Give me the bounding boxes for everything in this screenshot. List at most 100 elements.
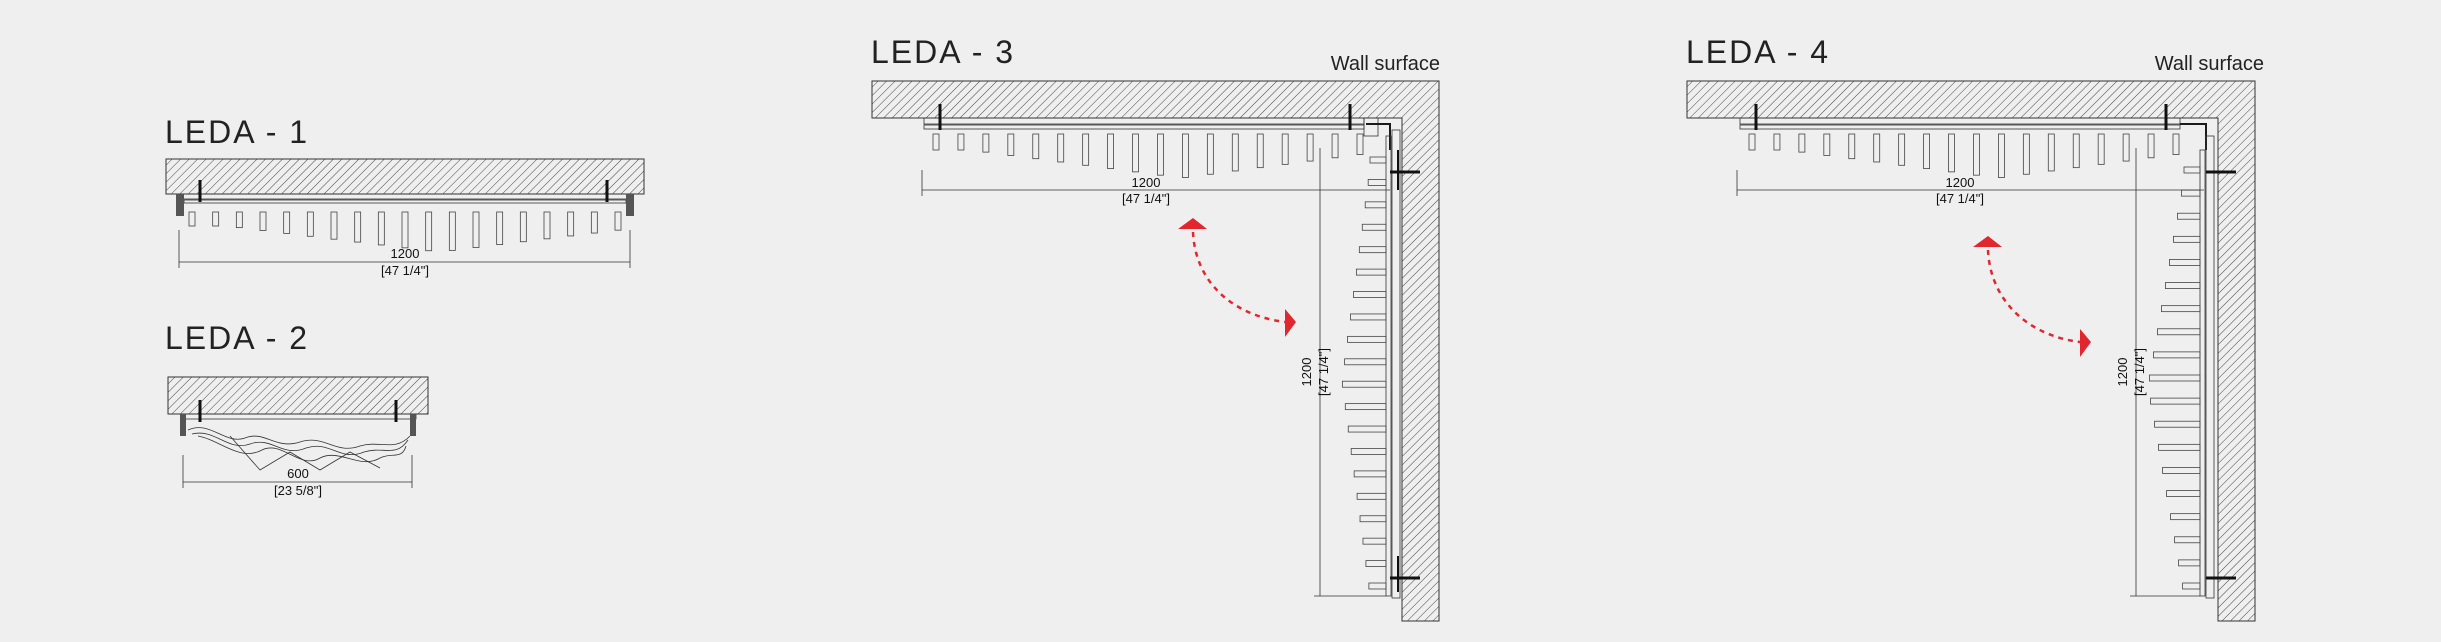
leda-2-dimension: 600 [287,466,309,481]
leda-4-dimension-imperial: [47 1/4"] [1936,191,1984,206]
slat [2157,328,2201,336]
leda-4-diagram: LEDA - 4 Wall surface 1200 [47 1/4"] 120… [1686,34,2264,622]
slat [2161,305,2201,313]
slat [2149,374,2201,382]
leda-3-dimension-imperial: [47 1/4"] [1122,191,1170,206]
leda-3-diagram: LEDA - 3 Wall surface 1200 [47 1/4"] 120… [871,34,1440,622]
slat [932,133,940,151]
slat [1923,133,1930,169]
leda-3-side-dimension: 1200 [1299,358,1314,387]
slat [1364,201,1387,209]
slat [957,133,965,151]
slat [1341,380,1387,388]
slat [1873,133,1881,163]
leda-1-ceiling [165,158,645,195]
leda-1-dimension: 1200 [391,246,420,261]
slat [1361,223,1387,231]
leda-1-slats [188,211,622,252]
slat [401,211,409,249]
slat [2072,133,2080,169]
slat [1182,133,1189,178]
leda-1-title: LEDA - 1 [165,114,309,150]
slat [1107,133,1114,169]
slat [519,211,527,243]
slat [2170,513,2201,521]
slat [2173,235,2201,243]
slat [1973,133,1980,176]
leda-1-bracket-left [176,194,184,216]
slat [1344,403,1387,411]
slat [2122,133,2130,162]
slat [2150,397,2201,405]
slat [1347,335,1387,343]
slat [1350,448,1387,455]
slat [1256,133,1264,169]
slat [1823,133,1831,156]
leda-4-wall-track [2205,135,2215,599]
slat [614,211,622,231]
slat [2172,133,2180,155]
slat [1350,313,1387,321]
slat [1773,133,1781,151]
slat [543,211,551,240]
slat [283,211,291,234]
slat [496,211,504,246]
slat [354,211,362,243]
slat [2181,189,2201,197]
leda-3-rotation-arrow [1178,218,1296,337]
leda-2-diagram: LEDA - 2 600 [23 5/8"] [165,320,429,498]
slat [1355,268,1387,276]
slat [330,211,338,240]
slat [1748,133,1756,151]
slat [1848,133,1856,160]
slat [2182,582,2201,590]
slat [1032,133,1040,160]
slat [2165,282,2201,289]
slat [1347,425,1387,433]
slat [1362,537,1387,545]
leda-1-diagram: LEDA - 1 1200 [47 1/4"] [165,114,645,278]
slat [1353,470,1387,478]
leda-4-wall-slats [2149,166,2201,590]
leda-4-wall [1686,80,2256,622]
leda-4-wall-label: Wall surface [2155,53,2264,75]
slat [2158,443,2201,451]
slat [448,211,456,251]
slat [1231,133,1239,172]
leda-4-ceiling-slats [1748,133,2180,178]
slat [425,211,433,252]
slat [1365,560,1387,567]
leda-3-wall-label: Wall surface [1331,53,1440,75]
slat [2169,259,2201,266]
slat [235,211,243,229]
slat [1353,291,1387,298]
slat [306,211,314,237]
leda-1-bracket-right [626,194,634,216]
leda-1-dimension-imperial: [47 1/4"] [381,263,429,278]
leda-3-ceiling-track [923,117,1365,125]
leda-4-side-dimension: 1200 [2115,358,2130,387]
slat [1057,133,1065,163]
slat [2162,467,2201,474]
leda-2-gathered-fabric [187,427,411,471]
leda-4-dimension: 1200 [1946,175,1975,190]
slat [2097,133,2105,165]
slat [1948,133,1955,173]
slat [2177,212,2201,220]
slat [1356,133,1364,155]
slat [1367,179,1387,186]
leda-4-rotation-arrow [1973,236,2091,357]
leda-4-title: LEDA - 4 [1686,34,1830,70]
leda-2-ceiling [167,376,429,415]
slat [1998,133,2005,178]
slat [1359,515,1387,523]
leda-4-side-dimension-imperial: [47 1/4"] [2132,348,2147,396]
slat [2147,133,2155,159]
slat [1306,133,1314,162]
slat [2178,559,2201,567]
leda-3-ceiling-slats [932,133,1364,178]
slat [567,211,575,237]
slat [1157,133,1164,176]
slat [2154,420,2201,428]
